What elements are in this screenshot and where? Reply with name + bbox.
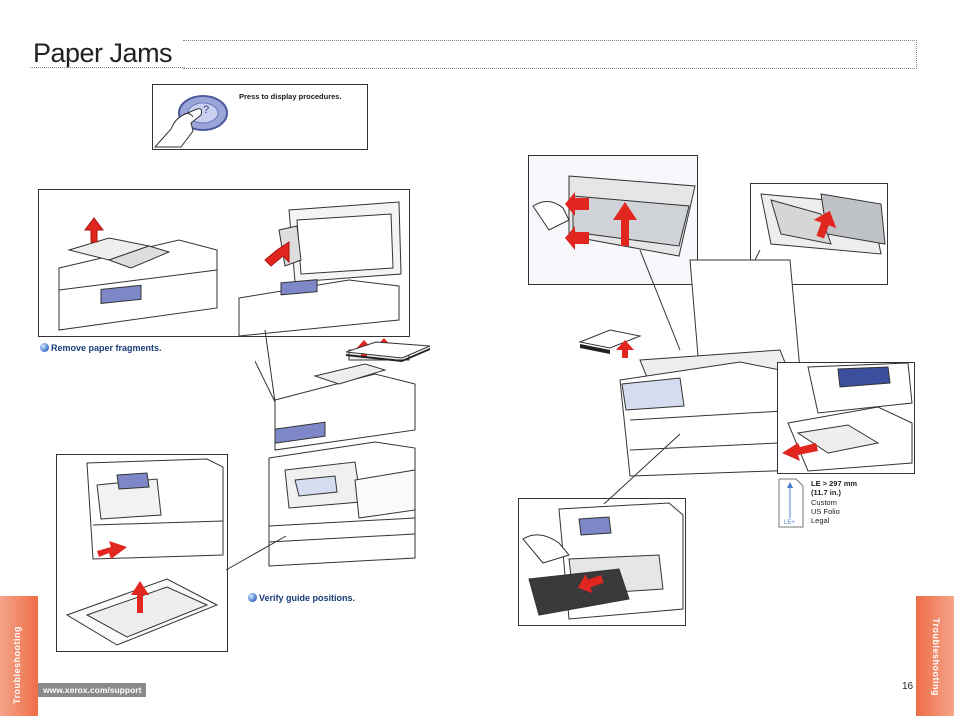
bullet-icon — [248, 593, 257, 602]
title-underline — [30, 67, 185, 68]
help-box-text: Press to display procedures. — [239, 92, 342, 101]
document-feeder-illustration — [58, 201, 402, 337]
document-feeder-panel — [38, 189, 410, 337]
remove-fragments-callout: Remove paper fragments. — [40, 343, 162, 353]
remove-fragments-label: Remove paper fragments. — [51, 343, 162, 353]
verify-guides-label: Verify guide positions. — [259, 593, 356, 603]
help-button-hand-illustration — [153, 95, 228, 148]
size-line2: (11.7 in.) — [811, 488, 842, 497]
bypass-tray-panel — [777, 362, 915, 474]
paper-tray-panel — [56, 454, 228, 652]
right-side-tab: Troubleshooting — [916, 596, 954, 716]
fuser-door-illustration — [522, 502, 684, 620]
page-number: 16 — [902, 681, 914, 692]
size-item-custom: Custom — [811, 498, 837, 507]
main-printer-illustration — [255, 330, 416, 567]
left-side-tab-label: Troubleshooting — [12, 626, 22, 704]
paper-tray-illustration — [65, 458, 224, 646]
help-box: ? Press to display procedures. — [152, 84, 368, 150]
left-side-tab: Troubleshooting — [0, 596, 38, 716]
paper-stack-illustration — [346, 341, 431, 362]
bypass-tray-illustration — [782, 362, 913, 472]
size-line1: LE > 297 mm — [811, 479, 858, 488]
size-item-legal: Legal — [811, 516, 830, 525]
exit-area-panel — [528, 155, 698, 285]
top-cover-illustration — [760, 193, 886, 255]
bullet-icon — [40, 343, 49, 352]
help-icon: ? — [203, 104, 210, 116]
exit-area-illustration — [529, 156, 697, 284]
support-url-link[interactable]: www.xerox.com/support — [38, 683, 147, 697]
fuser-door-panel — [518, 498, 686, 626]
verify-guides-callout: Verify guide positions. — [248, 593, 355, 603]
le-label: LE+ — [784, 520, 795, 526]
size-item-folio: US Folio — [811, 507, 840, 516]
right-side-tab-label: Troubleshooting — [931, 618, 941, 696]
tray-leader-line — [225, 535, 287, 571]
page-title: Paper Jams — [33, 38, 173, 68]
title-rule — [183, 40, 917, 69]
fuser-leader-line — [603, 433, 681, 505]
paper-orientation-icon — [778, 478, 804, 528]
